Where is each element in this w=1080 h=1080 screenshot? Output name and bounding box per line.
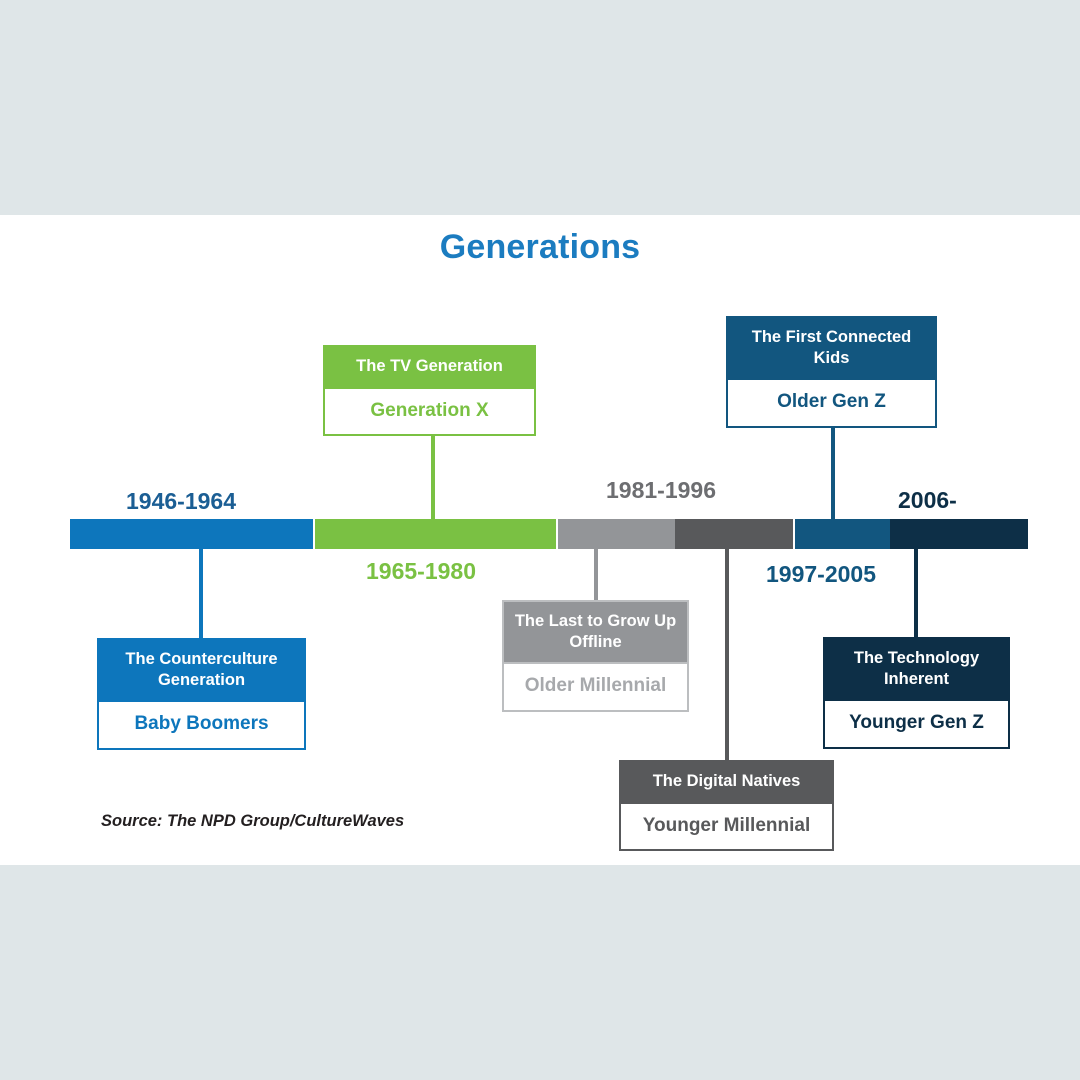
timeline-bar — [70, 519, 1028, 549]
callout-older-millennial-tagline: The Last to Grow Up Offline — [504, 602, 687, 663]
connector-generation-x — [431, 430, 435, 522]
year-label-younger-gen-z: 2006- — [898, 487, 957, 513]
callout-younger-gen-z-name: Younger Gen Z — [825, 699, 1008, 748]
background-band-bottom — [0, 865, 1080, 1080]
callout-older-gen-z-name: Older Gen Z — [728, 378, 935, 427]
callout-younger-millennial-tagline: The Digital Natives — [621, 762, 832, 802]
callout-generation-x-tagline: The TV Generation — [325, 347, 534, 387]
timeline-segment-baby-boomers[interactable] — [70, 519, 313, 549]
timeline-segment-generation-x[interactable] — [315, 519, 556, 549]
callout-younger-gen-z-tagline: The Technology Inherent — [825, 639, 1008, 700]
callout-older-gen-z-tagline: The First Connected Kids — [728, 318, 935, 379]
source-attribution: Source: The NPD Group/CultureWaves — [101, 812, 405, 830]
callout-younger-millennial[interactable]: The Digital Natives Younger Millennial — [619, 760, 834, 852]
year-label-baby-boomers: 1946-1964 — [126, 488, 236, 514]
connector-younger-gen-z — [914, 545, 918, 638]
year-label-older-millennial: 1981-1996 — [606, 477, 716, 503]
timeline-segment-younger-gen-z[interactable] — [890, 519, 1028, 549]
callout-younger-gen-z[interactable]: The Technology Inherent Younger Gen Z — [823, 637, 1010, 750]
callout-older-millennial-name: Older Millennial — [504, 662, 687, 711]
connector-younger-millennial — [725, 545, 729, 760]
callout-baby-boomers[interactable]: The Counterculture Generation Baby Boome… — [97, 638, 306, 751]
callout-generation-x[interactable]: The TV Generation Generation X — [323, 345, 536, 437]
page-title: Generations — [439, 228, 641, 266]
callout-younger-millennial-name: Younger Millennial — [621, 801, 832, 850]
callout-older-millennial[interactable]: The Last to Grow Up Offline Older Millen… — [502, 600, 689, 713]
callout-generation-x-name: Generation X — [325, 386, 534, 435]
connector-baby-boomers — [199, 545, 203, 641]
background-band-top — [0, 0, 1080, 215]
year-label-older-gen-z: 1997-2005 — [766, 561, 876, 587]
timeline-segment-older-gen-z[interactable] — [795, 519, 890, 549]
timeline-segment-younger-millennial[interactable] — [675, 519, 793, 549]
connector-older-gen-z — [831, 428, 835, 522]
year-label-generation-x: 1965-1980 — [366, 558, 476, 584]
callout-baby-boomers-tagline: The Counterculture Generation — [99, 640, 304, 701]
callout-baby-boomers-name: Baby Boomers — [99, 700, 304, 749]
callout-older-gen-z[interactable]: The First Connected Kids Older Gen Z — [726, 316, 937, 429]
timeline-segment-older-millennial[interactable] — [558, 519, 675, 549]
connector-older-millennial — [594, 545, 598, 602]
